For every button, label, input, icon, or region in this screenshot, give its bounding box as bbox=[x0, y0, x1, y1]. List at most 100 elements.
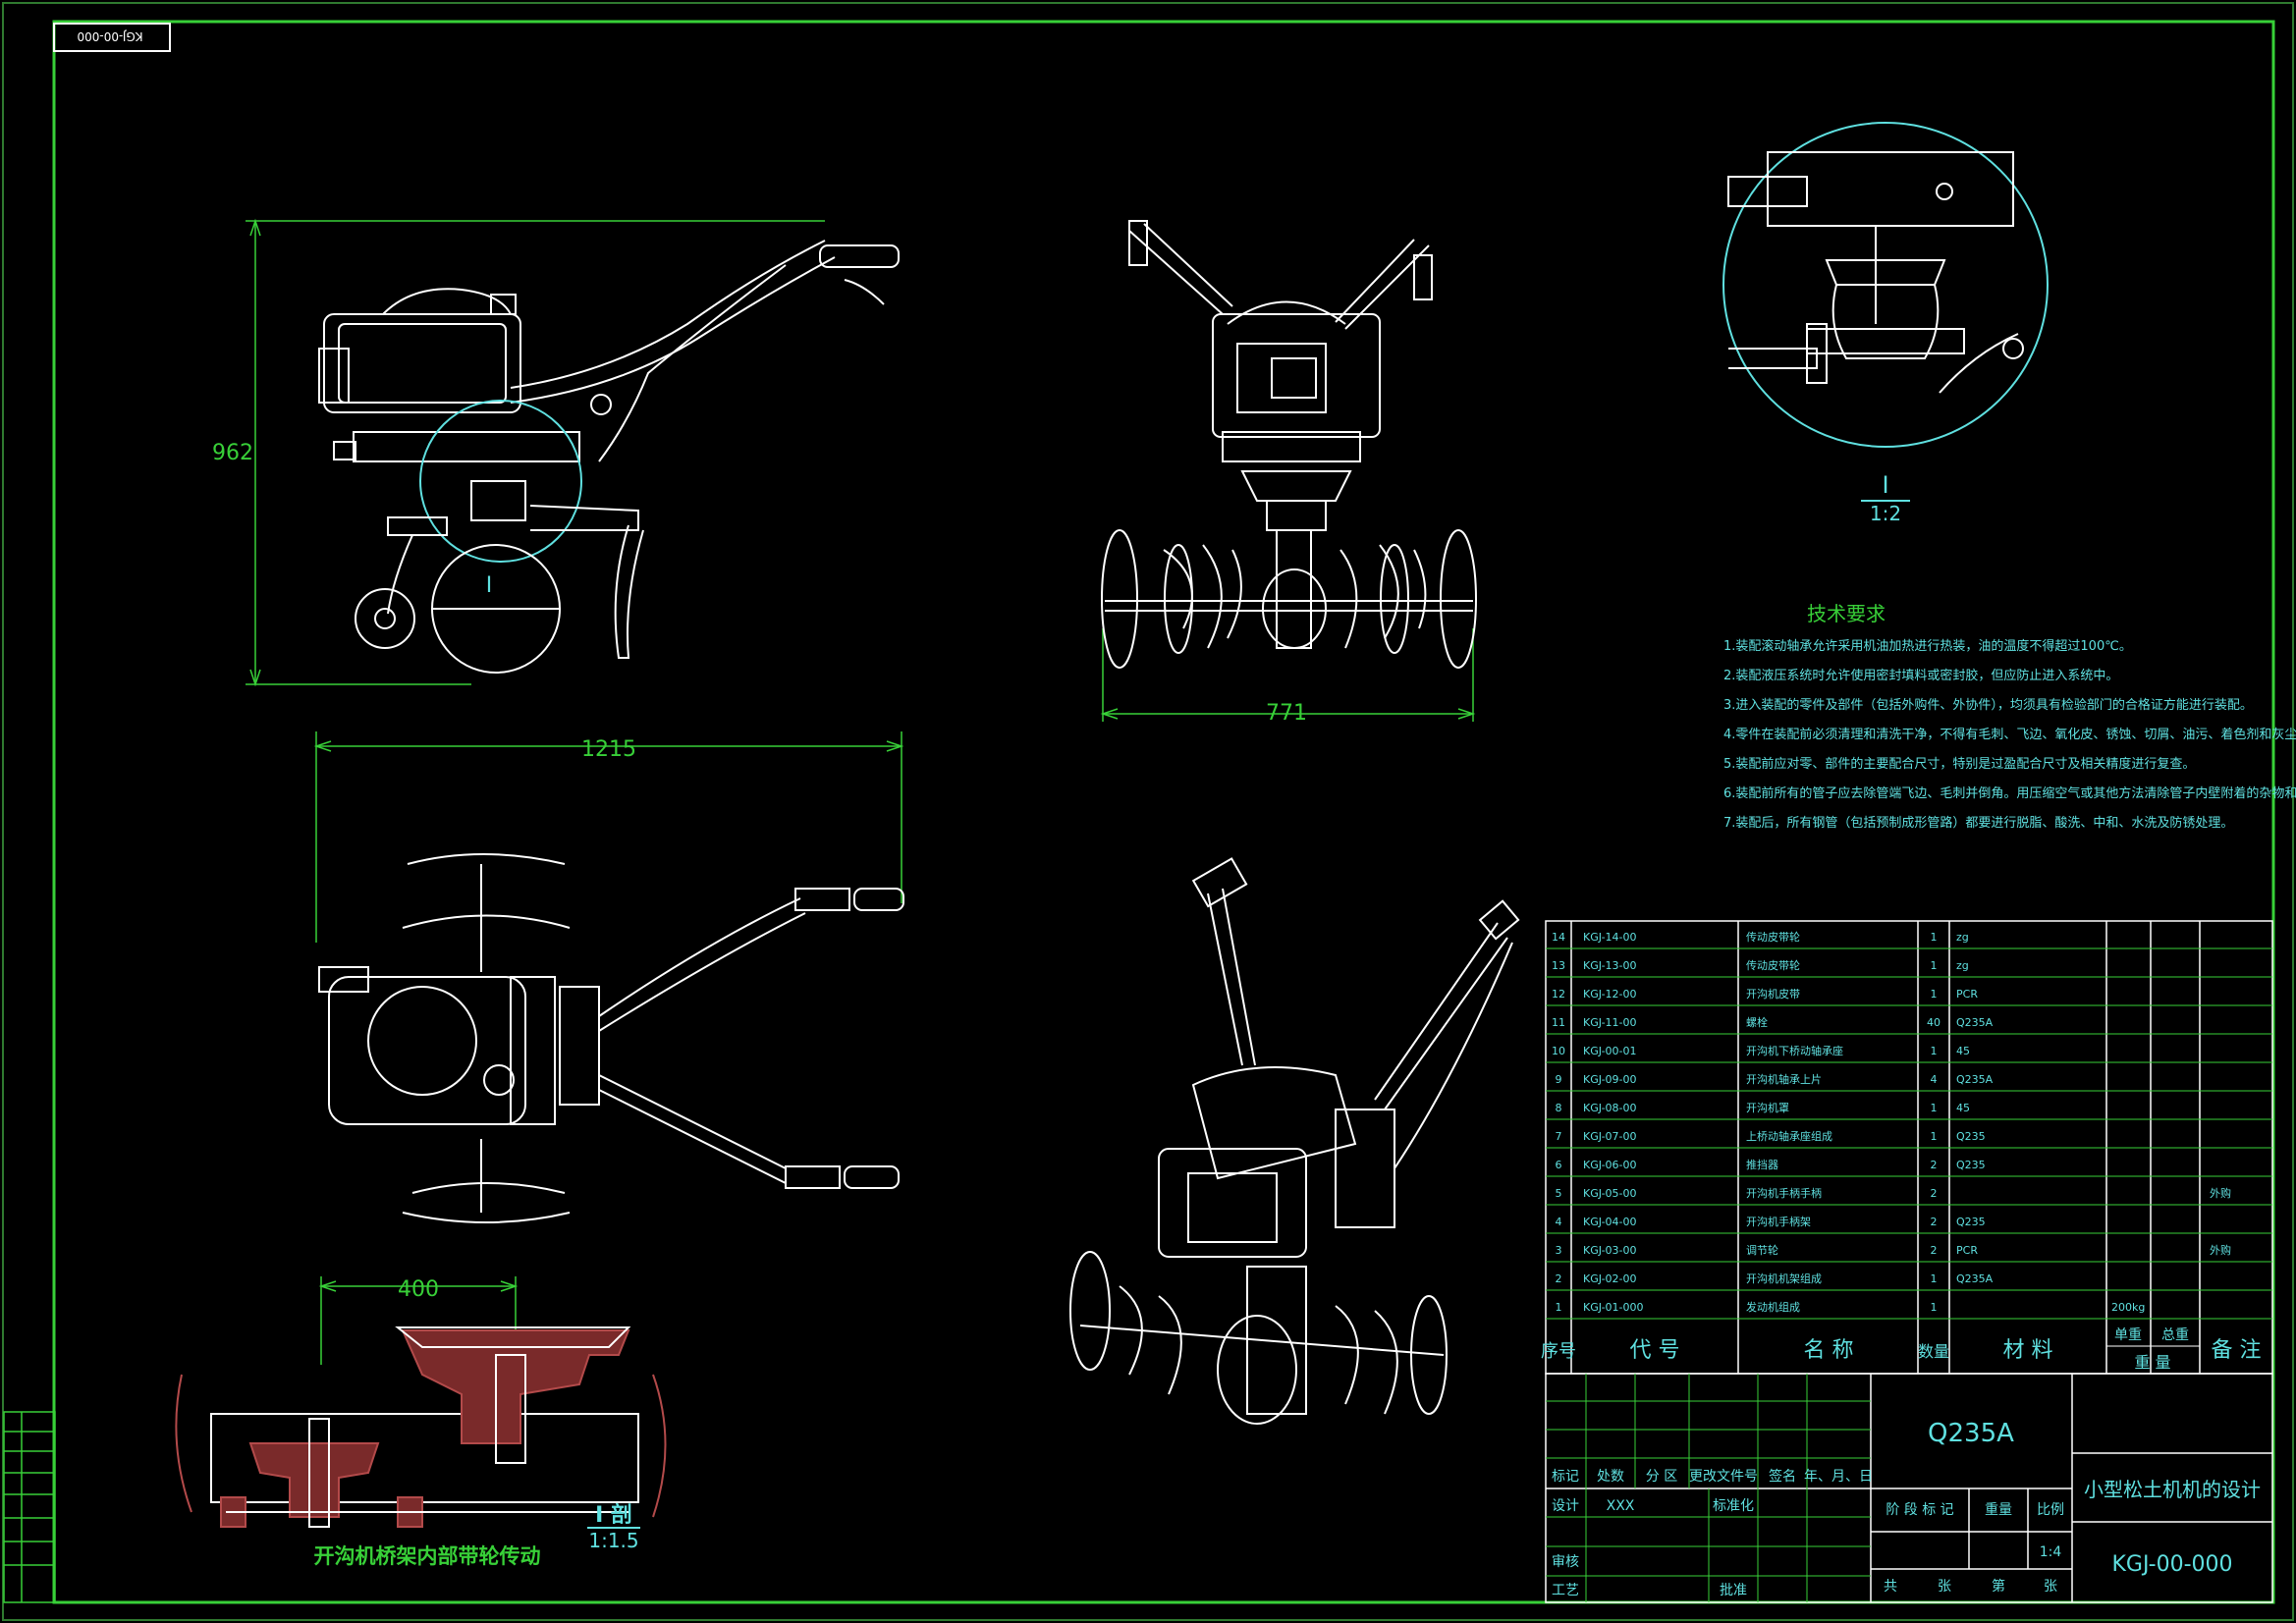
dim-length bbox=[313, 731, 904, 943]
detail-view-I bbox=[1722, 122, 2049, 448]
svg-text:张: 张 bbox=[2044, 1579, 2057, 1595]
svg-text:代 号: 代 号 bbox=[1630, 1338, 1680, 1363]
svg-text:1: 1 bbox=[1931, 959, 1938, 972]
dim-width-label: 771 bbox=[1266, 701, 1307, 726]
svg-text:名 称: 名 称 bbox=[1804, 1338, 1854, 1363]
tech-item: 2.装配液压系统时允许使用密封填料或密封胶，但应防止进入系统中。 bbox=[1723, 668, 2118, 683]
title-material: Q235A bbox=[1928, 1419, 2014, 1448]
tech-item: 5.装配前应对零、部件的主要配合尺寸，特别是过盈配合尺寸及相关精度进行复查。 bbox=[1723, 756, 2195, 772]
dim-width bbox=[1100, 628, 1476, 722]
dim-pulley-label: 400 bbox=[398, 1277, 439, 1302]
svg-text:传动皮带轮: 传动皮带轮 bbox=[1746, 930, 1800, 944]
svg-text:开沟机手柄手柄: 开沟机手柄手柄 bbox=[1746, 1186, 1822, 1200]
designer: XXX bbox=[1607, 1498, 1635, 1514]
svg-text:1:1.5: 1:1.5 bbox=[588, 1529, 638, 1552]
tech-item: 7.装配后，所有钢管（包括预制成形管路）都要进行脱脂、酸洗、中和、水洗及防锈处理… bbox=[1723, 815, 2233, 831]
svg-text:I 剖: I 剖 bbox=[595, 1502, 632, 1528]
svg-text:Q235: Q235 bbox=[1956, 1159, 1986, 1171]
svg-text:外购: 外购 bbox=[2210, 1243, 2231, 1257]
svg-text:审核: 审核 bbox=[1552, 1554, 1579, 1570]
svg-text:45: 45 bbox=[1956, 1102, 1970, 1114]
svg-text:开沟机皮带: 开沟机皮带 bbox=[1746, 987, 1800, 1001]
side-view bbox=[246, 218, 900, 687]
drawing-number: KGJ-00-000 bbox=[2111, 1552, 2232, 1577]
dim-height bbox=[246, 218, 825, 687]
svg-text:Q235A: Q235A bbox=[1956, 1016, 1994, 1029]
svg-text:螺栓: 螺栓 bbox=[1746, 1015, 1768, 1029]
svg-text:传动皮带轮: 传动皮带轮 bbox=[1746, 958, 1800, 972]
svg-text:KGJ-02-00: KGJ-02-00 bbox=[1583, 1272, 1637, 1285]
dim-height-label: 962 bbox=[212, 441, 253, 465]
svg-text:PCR: PCR bbox=[1956, 988, 1978, 1001]
svg-text:重 量: 重 量 bbox=[2134, 1353, 2170, 1372]
svg-text:PCR: PCR bbox=[1956, 1244, 1978, 1257]
svg-text:KGJ-03-00: KGJ-03-00 bbox=[1583, 1244, 1637, 1257]
svg-text:签名: 签名 bbox=[1769, 1468, 1796, 1485]
svg-text:Q235A: Q235A bbox=[1956, 1073, 1994, 1086]
table-row: 4 bbox=[1556, 1216, 1562, 1228]
svg-text:开沟机机架组成: 开沟机机架组成 bbox=[1746, 1271, 1822, 1285]
svg-text:Q235A: Q235A bbox=[1956, 1272, 1994, 1285]
svg-text:2: 2 bbox=[1931, 1244, 1938, 1257]
svg-text:KGJ-14-00: KGJ-14-00 bbox=[1583, 931, 1637, 944]
svg-text:I: I bbox=[1882, 471, 1888, 499]
svg-text:KGJ-06-00: KGJ-06-00 bbox=[1583, 1159, 1637, 1171]
title-block-rows bbox=[1546, 1374, 1871, 1602]
svg-text:标准化: 标准化 bbox=[1713, 1498, 1754, 1514]
table-row: 2 bbox=[1556, 1272, 1562, 1285]
tech-item: 4.零件在装配前必须清理和清洗干净，不得有毛刺、飞边、氧化皮、锈蚀、切屑、油污、… bbox=[1723, 727, 2296, 742]
svg-text:批准: 批准 bbox=[1720, 1583, 1747, 1598]
section-I-caption: I 剖 1:1.5 bbox=[587, 1502, 640, 1552]
svg-text:1: 1 bbox=[1931, 988, 1938, 1001]
svg-text:发动机组成: 发动机组成 bbox=[1746, 1300, 1800, 1314]
bom-rows: 14 KGJ-14-00 传动皮带轮 1 zg 13 KGJ-13-00 传动皮… bbox=[1552, 930, 2231, 1314]
svg-text:数量: 数量 bbox=[1918, 1342, 1949, 1361]
section-caption: 开沟机桥架内部带轮传动 bbox=[314, 1544, 541, 1568]
svg-text:zg: zg bbox=[1956, 931, 1969, 944]
svg-text:KGJ-07-00: KGJ-07-00 bbox=[1583, 1130, 1637, 1143]
svg-text:推挡器: 推挡器 bbox=[1746, 1158, 1778, 1171]
svg-text:200kg: 200kg bbox=[2111, 1301, 2145, 1314]
svg-text:1: 1 bbox=[1931, 1272, 1938, 1285]
svg-text:重量: 重量 bbox=[1985, 1502, 2012, 1518]
svg-text:4: 4 bbox=[1931, 1073, 1938, 1086]
table-row: 7 bbox=[1556, 1130, 1562, 1143]
svg-text:处数: 处数 bbox=[1597, 1469, 1624, 1485]
svg-text:年、月、日: 年、月、日 bbox=[1804, 1469, 1873, 1485]
table-row: 13 bbox=[1552, 959, 1565, 972]
svg-text:zg: zg bbox=[1956, 959, 1969, 972]
svg-text:KGJ-12-00: KGJ-12-00 bbox=[1583, 988, 1637, 1001]
tech-item: 3.进入装配的零件及部件（包括外购件、外协件），均须具有检验部门的合格证方能进行… bbox=[1723, 697, 2253, 713]
title-block-labels: 标记 处数 分 区 更改文件号 签名 年、月、日 设计 XXX 标准化 审核 工… bbox=[1552, 1468, 2064, 1598]
svg-text:标记: 标记 bbox=[1552, 1469, 1579, 1485]
svg-text:材 料: 材 料 bbox=[2003, 1338, 2053, 1363]
tech-title: 技术要求 bbox=[1807, 602, 1886, 625]
svg-text:开沟机罩: 开沟机罩 bbox=[1746, 1101, 1789, 1114]
svg-text:KGJ-01-000: KGJ-01-000 bbox=[1583, 1301, 1644, 1314]
table-row: 14 bbox=[1552, 931, 1565, 944]
svg-text:张: 张 bbox=[1938, 1579, 1951, 1595]
svg-text:设计: 设计 bbox=[1552, 1498, 1579, 1514]
table-row: 5 bbox=[1556, 1187, 1562, 1200]
code-tag: KGJ-00-000 bbox=[77, 29, 142, 43]
svg-text:KGJ-09-00: KGJ-09-00 bbox=[1583, 1073, 1637, 1086]
section-view-I bbox=[175, 1276, 667, 1528]
svg-text:KGJ-08-00: KGJ-08-00 bbox=[1583, 1102, 1637, 1114]
svg-text:阶 段 标 记: 阶 段 标 记 bbox=[1886, 1502, 1953, 1518]
svg-text:开沟机手柄架: 开沟机手柄架 bbox=[1746, 1215, 1811, 1228]
top-view bbox=[313, 731, 904, 1223]
table-row: 11 bbox=[1552, 1016, 1565, 1029]
front-view bbox=[1100, 220, 1477, 722]
svg-text:上桥动轴承座组成: 上桥动轴承座组成 bbox=[1746, 1129, 1832, 1143]
svg-text:调节轮: 调节轮 bbox=[1746, 1243, 1778, 1257]
svg-text:Q235: Q235 bbox=[1956, 1130, 1986, 1143]
svg-text:2: 2 bbox=[1931, 1216, 1938, 1228]
table-row: 8 bbox=[1556, 1102, 1562, 1114]
table-row: 1 bbox=[1556, 1301, 1562, 1314]
svg-text:1: 1 bbox=[1931, 1045, 1938, 1057]
table-row: 9 bbox=[1556, 1073, 1562, 1086]
tech-item: 1.装配滚动轴承允许采用机油加热进行热装，油的温度不得超过100℃。 bbox=[1723, 638, 2132, 654]
svg-text:40: 40 bbox=[1927, 1016, 1941, 1029]
